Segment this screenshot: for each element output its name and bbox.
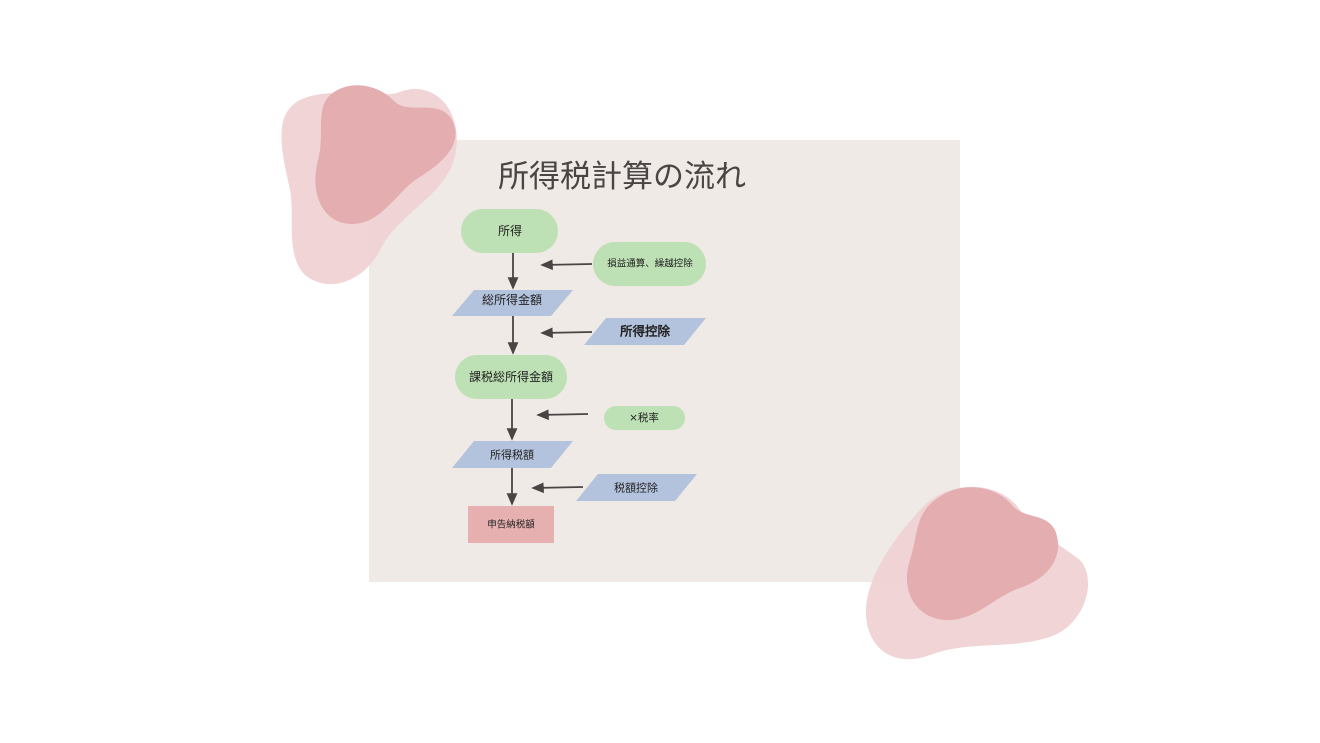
node-tax-due: 申告納税額 [468,506,554,543]
background-panel [369,140,960,582]
diagram-title: 所得税計算の流れ [498,159,746,195]
svg-text:総所得金額: 総所得金額 [482,292,542,307]
node-income: 所得 [461,209,558,253]
node-tax-rate: ×税率 [604,406,685,430]
node-tax-credit: 税額控除 [576,474,697,501]
svg-text:所得控除: 所得控除 [620,324,671,339]
node-offset-carryover: 損益通算、繰越控除 [593,242,706,286]
svg-text:課税総所得金額: 課税総所得金額 [469,369,553,384]
node-total-income: 総所得金額 [452,290,573,316]
arrow-left [540,259,593,271]
connectors [506,253,593,506]
svg-text:申告納税額: 申告納税額 [487,519,535,531]
node-taxable-income: 課税総所得金額 [455,355,567,399]
svg-text:税額控除: 税額控除 [614,481,658,495]
svg-text:損益通算、繰越控除: 損益通算、繰越控除 [607,258,693,270]
svg-text:所得税額: 所得税額 [490,448,534,462]
arrow-left [531,482,584,494]
decorative-blob-dark [906,487,1059,621]
node-income-deduction: 所得控除 [584,318,706,345]
node-income-tax: 所得税額 [452,441,573,468]
arrow-left [536,409,589,421]
svg-text:×税率: ×税率 [629,411,659,424]
arrow-left [540,327,593,339]
decorative-blob-dark [315,85,456,225]
svg-text:所得: 所得 [498,223,522,238]
